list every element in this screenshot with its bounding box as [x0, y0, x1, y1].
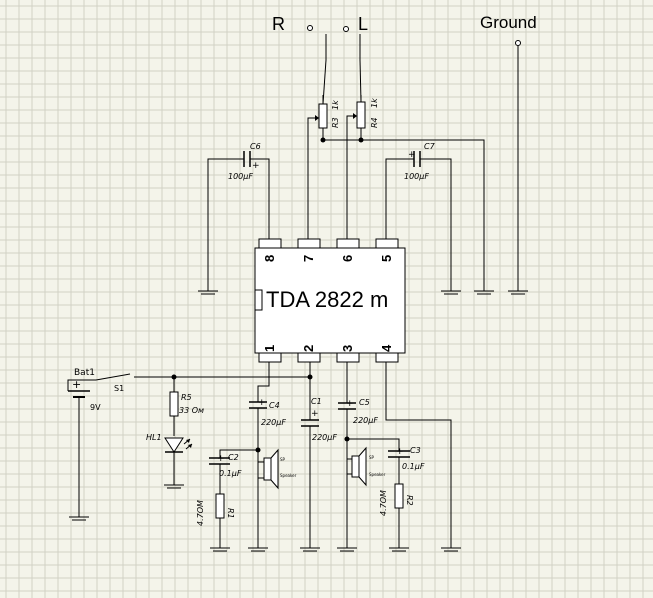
resistor-r5: R5 33 Ом: [169, 377, 204, 436]
capacitor-c6: C6 + 100µF: [198, 142, 270, 295]
svg-text:+: +: [217, 454, 225, 464]
pot-r4: R4 1k: [350, 95, 379, 140]
pin-2-label: 2: [301, 345, 316, 352]
pin-7-label: 7: [301, 255, 316, 262]
wire-pot-ground: [323, 139, 485, 291]
svg-text:+: +: [311, 409, 319, 419]
c2-value: 0.1µF: [219, 469, 242, 478]
battery-bat1: Bat1 + 9V: [67, 368, 101, 521]
c6-value: 100µF: [228, 172, 253, 181]
c5-ref: C5: [359, 398, 370, 407]
switch-s1: S1: [95, 373, 131, 393]
speaker-left: SP Speaker: [258, 448, 297, 490]
wire-pin6-input: [346, 115, 350, 242]
speaker-right: SP Speaker: [347, 446, 386, 487]
svg-text:+: +: [252, 161, 260, 171]
svg-text:+: +: [408, 150, 416, 160]
bat1-ref: Bat1: [74, 368, 95, 378]
c1-value: 220µF: [312, 433, 337, 442]
c7-ref: C7: [424, 142, 436, 151]
r4-value: 1k: [370, 98, 379, 108]
r5-ref: R5: [181, 393, 192, 402]
wire-pin1: [257, 362, 270, 402]
speaker-left-value: Speaker: [280, 473, 297, 478]
chip-name: TDA 2822 m: [266, 287, 388, 312]
speaker-right-ref: SP: [369, 455, 375, 460]
pin-8-label: 8: [262, 255, 277, 262]
r2-value: 4.7ОМ: [379, 490, 388, 516]
resistor-r2: R2 4.7ОМ: [379, 483, 414, 552]
wire-pin7-input: [307, 117, 312, 242]
wire-c2-top: [219, 449, 258, 458]
c2-ref: C2: [228, 453, 239, 462]
r2-ref: R2: [405, 495, 414, 506]
svg-text:+: +: [258, 398, 266, 408]
led-hl1: HL1: [146, 433, 193, 489]
r4-ref: R4: [370, 117, 379, 128]
terminal-right: R: [272, 14, 313, 34]
capacitor-c7: C7 + 100µF: [385, 142, 461, 295]
terminal-ground: Ground: [480, 13, 537, 295]
pin-6-label: 6: [340, 255, 355, 262]
wire-pin4-ground: [385, 362, 452, 548]
terminal-left: L: [343, 14, 368, 34]
c7-value: 100µF: [404, 172, 429, 181]
pin-5-label: 5: [379, 255, 394, 262]
pot-r3: R3 1k: [312, 95, 340, 140]
r3-ref: R3: [331, 117, 340, 128]
svg-text:+: +: [396, 447, 404, 457]
s1-ref: S1: [114, 384, 124, 393]
c6-ref: C6: [250, 142, 261, 151]
pin-3-label: 3: [340, 345, 355, 352]
speaker-right-value: Speaker: [369, 472, 386, 477]
terminal-left-label: L: [358, 14, 368, 34]
bat1-value: 9V: [90, 403, 101, 412]
terminal-right-label: R: [272, 14, 285, 34]
c4-ref: C4: [269, 401, 280, 410]
c5-value: 220µF: [353, 416, 378, 425]
r1-value: 4.7ОМ: [196, 500, 205, 526]
svg-text:+: +: [72, 378, 81, 391]
pin-4-label: 4: [379, 344, 394, 352]
hl1-ref: HL1: [146, 433, 162, 442]
c4-value: 220µF: [261, 418, 286, 427]
wire-c3-top: [347, 438, 400, 451]
svg-text:+: +: [346, 399, 354, 409]
terminal-ground-label: Ground: [480, 13, 537, 32]
r5-value: 33 Ом: [179, 406, 204, 415]
resistor-r1: R1 4.7ОМ: [196, 493, 235, 552]
c3-ref: C3: [410, 446, 421, 455]
r1-ref: R1: [226, 508, 235, 519]
pin-1-label: 1: [262, 345, 277, 352]
r3-value: 1k: [331, 100, 340, 110]
capacitor-c4: + C4 220µF: [249, 398, 286, 427]
c3-value: 0.1µF: [402, 462, 425, 471]
c1-ref: C1: [311, 397, 322, 406]
capacitor-c3: + C3 0.1µF: [388, 446, 425, 471]
tda2822-chip: 8 7 6 5 1 2 3 4 TDA 2822 m: [254, 238, 406, 363]
speaker-left-ref: SP: [280, 457, 286, 462]
